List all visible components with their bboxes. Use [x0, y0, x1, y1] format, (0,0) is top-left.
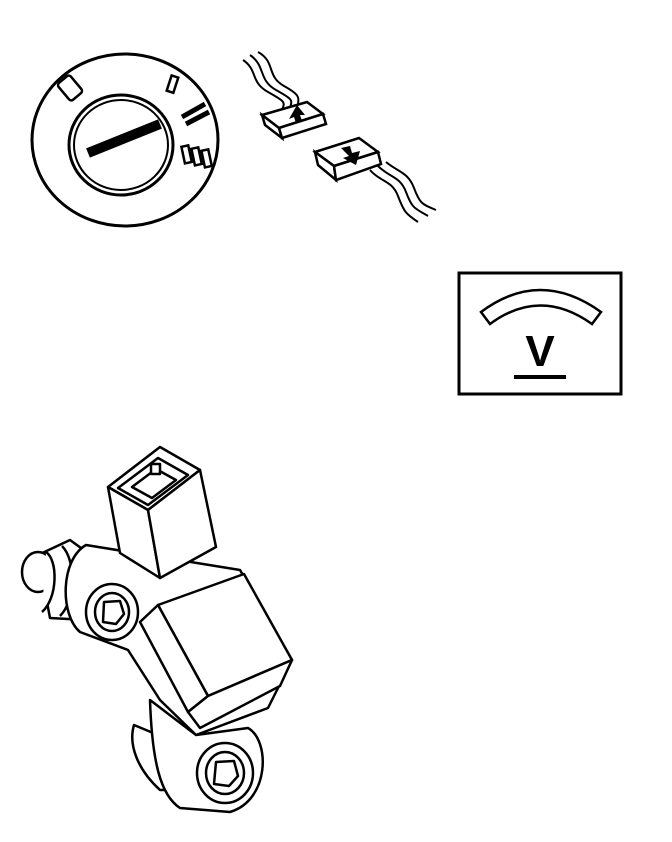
sensor-assembly [20, 445, 294, 814]
ignition-position-0-mark [56, 74, 84, 102]
ignition-switch [30, 52, 220, 228]
ignition-key-cylinder-inner [73, 99, 169, 191]
lower-wire-harness [369, 161, 437, 223]
sensor-left-mount-hole [84, 582, 140, 642]
voltmeter: V [457, 271, 623, 396]
voltmeter-symbol: V [525, 327, 555, 376]
ignition-key-slot [86, 119, 162, 158]
down-arrow-icon [341, 146, 360, 165]
sensor-lower-mount-hole [195, 741, 255, 805]
ignition-position-2-mark [180, 101, 211, 127]
ignition-position-3-mark [179, 143, 214, 169]
voltmeter-scale-arc [479, 288, 603, 326]
sensor-electrical-connector [106, 445, 218, 580]
wiring-connector-pair [242, 51, 437, 223]
upper-wire-harness [242, 51, 300, 111]
upper-connector-plug [259, 100, 328, 142]
ignition-position-1-mark [165, 73, 180, 95]
up-arrow-icon [289, 105, 305, 123]
sensor-element-block [138, 572, 294, 730]
